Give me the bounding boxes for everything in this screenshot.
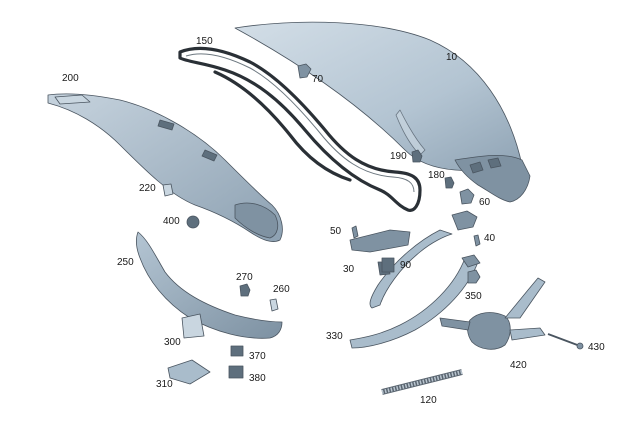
label-260: 260 [273,284,290,295]
label-180: 180 [428,170,445,181]
inner-trim-panel-part [47,93,283,242]
clip-220-part [162,183,174,197]
clip-270-part [239,283,251,297]
label-50: 50 [330,226,342,237]
label-70: 70 [312,74,324,85]
label-150: 150 [196,36,213,47]
label-300: 300 [164,337,181,348]
bolt-40-part [473,234,481,247]
label-190: 190 [390,151,407,162]
bracket-60-part [459,188,475,205]
spring-part [381,369,463,395]
label-220: 220 [139,183,156,194]
actuator-part [439,277,546,350]
label-10: 10 [446,52,458,63]
label-400: 400 [163,216,180,227]
switch-370-part [230,345,244,357]
lamp-310-part [167,359,211,385]
bumper-190-part [411,149,423,163]
label-200: 200 [62,73,79,84]
label-120: 120 [420,395,437,406]
label-370: 370 [249,351,266,362]
label-270: 270 [236,272,253,283]
label-380: 380 [249,373,266,384]
label-250: 250 [117,257,134,268]
label-330: 330 [326,331,343,342]
label-30: 30 [343,264,355,275]
clip-260-part [269,298,279,312]
clip-350-part [467,269,481,284]
trunk-lid-part [234,21,531,203]
label-90: 90 [400,260,412,271]
lower-trim-strip-part [135,231,283,339]
label-40: 40 [484,233,496,244]
label-310: 310 [156,379,173,390]
grommet-400-part [186,215,200,229]
latch-90-part [381,257,395,273]
label-430: 430 [588,342,605,353]
clip-70-part [297,63,312,79]
connector-380-part [228,365,244,379]
label-350: 350 [465,291,482,302]
label-60: 60 [479,197,491,208]
bumper-180-part [444,176,455,189]
bolt-50-part [351,225,359,239]
curved-arm-lower-part [349,254,481,349]
bracket-300-part [181,313,205,339]
label-420: 420 [510,360,527,371]
seal-part [178,46,422,212]
bolt-430-part [547,333,584,350]
